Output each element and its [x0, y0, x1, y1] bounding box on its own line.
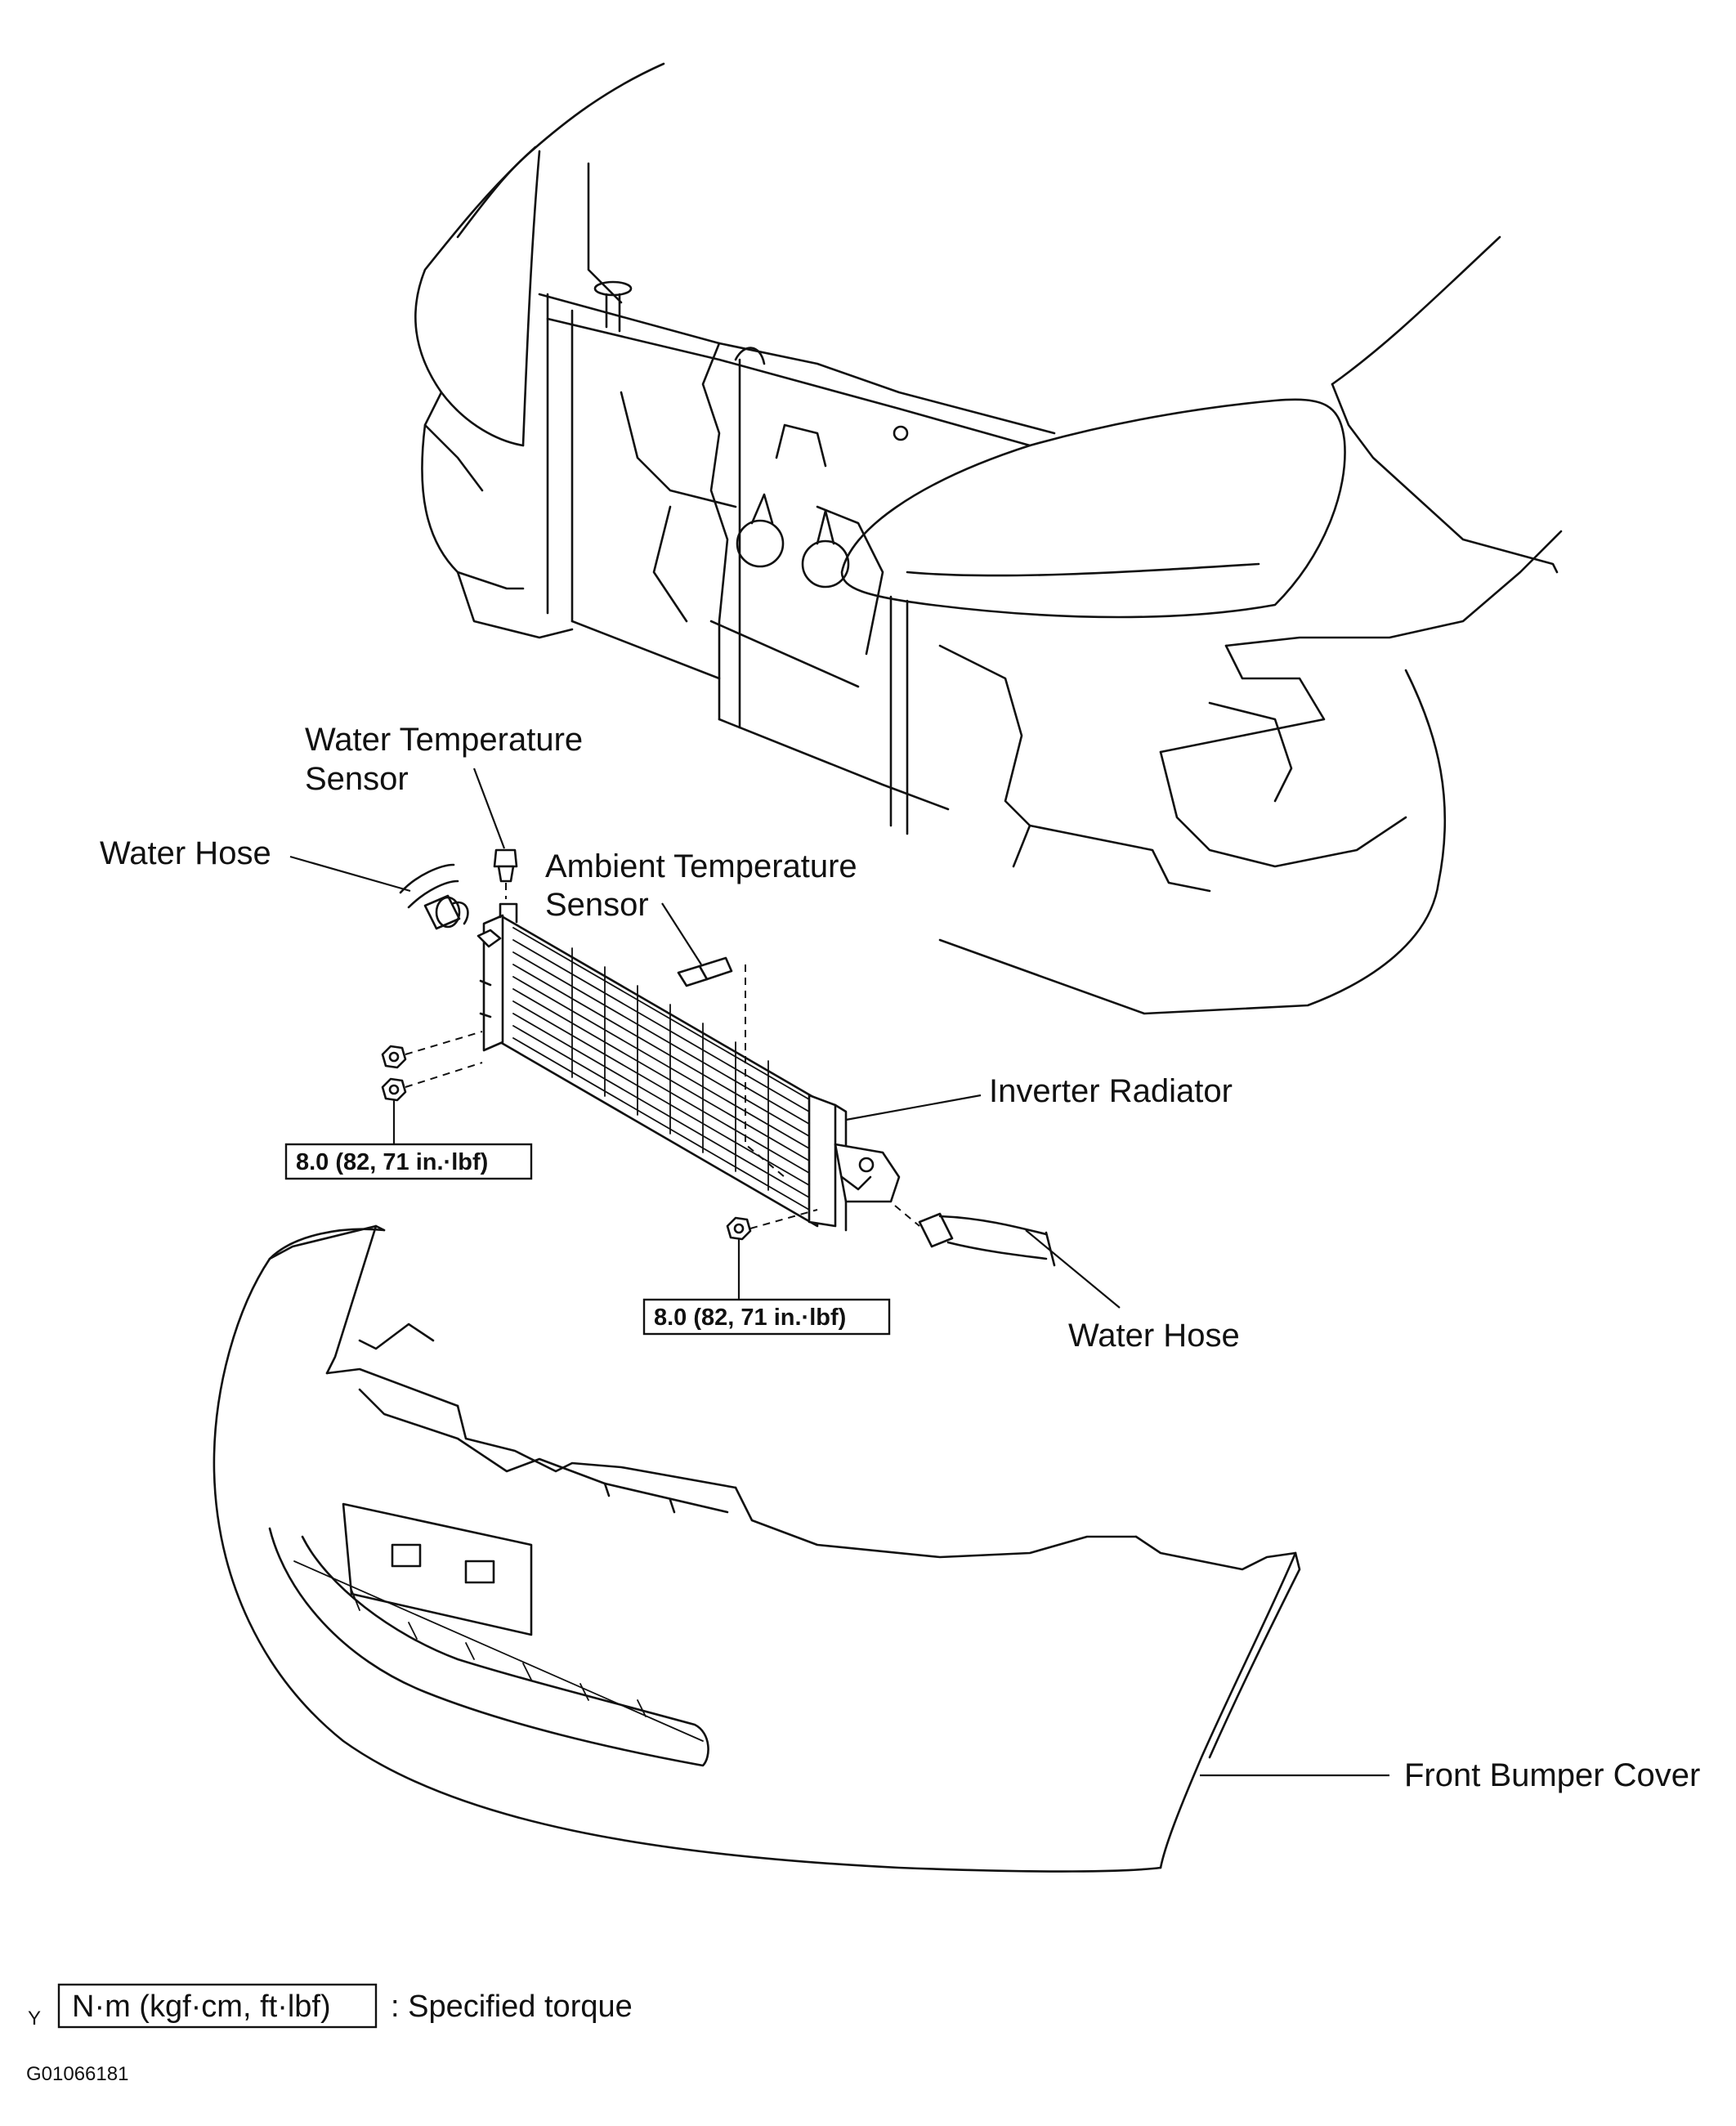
callout-water-hose-bottom: Water Hose	[1025, 1229, 1240, 1354]
label-front-bumper-cover: Front Bumper Cover	[1404, 1757, 1700, 1793]
radiator-core-fins	[512, 927, 810, 1211]
label-water-temperature-sensor-2: Sensor	[305, 761, 409, 797]
label-ambient-temperature-sensor-2: Sensor	[545, 887, 649, 923]
legend-units: N·m (kgf·cm, ft·lbf)	[72, 1989, 331, 2024]
mounting-nut-right	[726, 1209, 818, 1300]
callout-ambient-temperature-sensor: Ambient Temperature Sensor	[545, 848, 857, 965]
callout-water-temperature-sensor: Water Temperature Sensor	[305, 722, 583, 849]
vehicle-front-body	[414, 62, 1563, 1015]
ambient-temperature-sensor	[677, 956, 785, 1178]
torque-legend: Y N·m (kgf·cm, ft·lbf) : Specified torqu…	[28, 1983, 633, 2030]
callout-inverter-radiator: Inverter Radiator	[845, 1073, 1233, 1121]
mounting-nuts-left	[381, 1031, 483, 1144]
water-hose-top	[399, 863, 469, 930]
legend-mark: Y	[28, 2007, 41, 2030]
torque-value-right: 8.0 (82, 71 in.·lbf)	[654, 1305, 846, 1331]
torque-spec-left: 8.0 (82, 71 in.·lbf)	[284, 1143, 533, 1180]
water-hose-bottom	[894, 1205, 1056, 1267]
callout-water-hose-top: Water Hose	[100, 835, 411, 893]
callout-front-bumper-cover: Front Bumper Cover	[1200, 1757, 1700, 1793]
label-water-temperature-sensor-1: Water Temperature	[305, 722, 583, 758]
label-water-hose-bottom: Water Hose	[1068, 1318, 1240, 1354]
label-ambient-temperature-sensor-1: Ambient Temperature	[545, 848, 857, 884]
label-inverter-radiator: Inverter Radiator	[989, 1073, 1233, 1109]
figure-code: G01066181	[26, 2063, 128, 2085]
torque-value-left: 8.0 (82, 71 in.·lbf)	[296, 1149, 488, 1175]
torque-spec-right: 8.0 (82, 71 in.·lbf)	[642, 1298, 891, 1336]
water-temperature-sensor	[493, 848, 518, 899]
legend-description: : Specified torque	[391, 1989, 633, 2024]
front-bumper-cover	[213, 1224, 1301, 1873]
inverter-radiator	[477, 902, 901, 1232]
label-water-hose-top: Water Hose	[100, 835, 271, 871]
